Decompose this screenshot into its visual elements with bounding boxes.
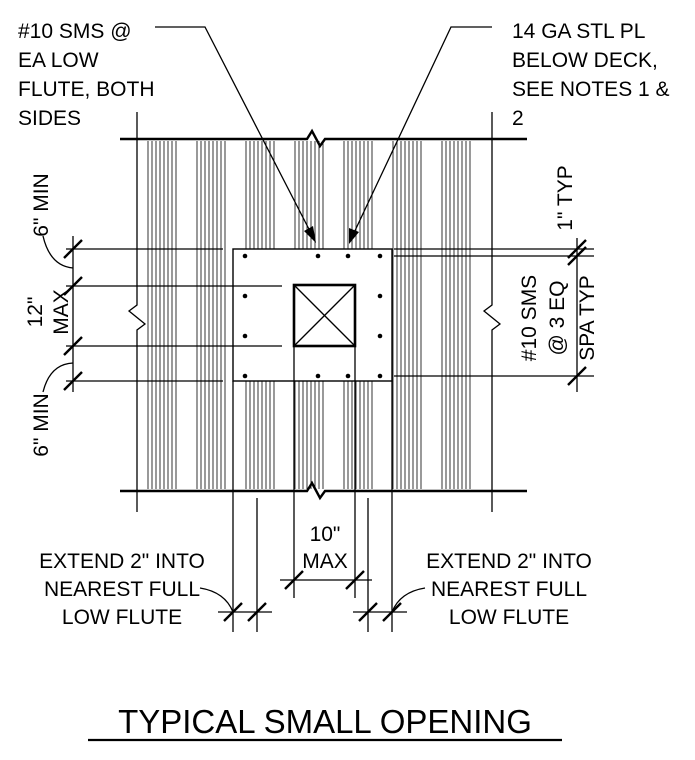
callout-leaders (155, 26, 492, 244)
leader-6min-top (42, 235, 74, 269)
sms-top-line-4: SIDES (18, 107, 81, 130)
bottom-dimensions (199, 346, 426, 632)
label-1typ: 1" TYP (554, 165, 577, 230)
opening-cross-2 (293, 284, 356, 347)
sms-screw-7 (377, 373, 383, 379)
label-10: 10" (310, 523, 341, 546)
extend-left-line-1: EXTEND 2" INTO (39, 550, 205, 573)
label-sms-spa-1: #10 SMS (518, 275, 541, 361)
sms-fasteners (242, 253, 383, 379)
tick-r1 (567, 239, 587, 259)
extend-right-line-1: EXTEND 2" INTO (426, 550, 592, 573)
tick-r2 (567, 246, 587, 266)
deck-edges (120, 112, 527, 512)
tick-l1 (63, 239, 83, 259)
sms-screw-9 (345, 253, 351, 259)
sms-screw-2 (242, 333, 248, 339)
plate-line-4: 2 (512, 107, 524, 130)
deck-right-break (482, 112, 502, 512)
sms-screw-11 (345, 373, 351, 379)
sms-screw-8 (315, 253, 321, 259)
label-sms-spa-2: @ 3 EQ (546, 280, 569, 355)
callout-extend-right: EXTEND 2" INTO NEAREST FULL LOW FLUTE (426, 550, 592, 629)
label-max-bottom: MAX (302, 550, 348, 573)
callout-extend-left: EXTEND 2" INTO NEAREST FULL LOW FLUTE (39, 550, 205, 629)
extend-left-line-3: LOW FLUTE (62, 606, 182, 629)
sms-top-line-3: FLUTE, BOTH (18, 78, 155, 101)
arrow-plate (349, 228, 359, 244)
tick-r3 (567, 366, 587, 386)
label-max-left: MAX (50, 289, 73, 335)
label-6min-top: 6" MIN (30, 173, 53, 236)
label-12: 12" (24, 297, 47, 328)
sms-top-line-2: EA LOW (18, 49, 99, 72)
leader-sms (155, 26, 314, 238)
tick-b5 (358, 602, 378, 622)
label-sms-spa-3: SPA TYP (576, 275, 599, 361)
leader-extend-right (391, 587, 426, 613)
sms-screw-0 (242, 253, 248, 259)
right-dimension (394, 238, 594, 392)
drawing-title: TYPICAL SMALL OPENING (118, 703, 532, 740)
sms-screw-3 (242, 373, 248, 379)
tick-l2 (63, 276, 83, 296)
extend-right-line-2: NEAREST FULL (431, 578, 587, 601)
sms-screw-1 (242, 293, 248, 299)
sms-screw-10 (315, 373, 321, 379)
plate-line-3: SEE NOTES 1 & (512, 78, 670, 101)
tick-b1 (284, 570, 304, 590)
tick-b4 (247, 602, 267, 622)
tick-l3 (63, 336, 83, 356)
plate-line-1: 14 GA STL PL (512, 20, 645, 43)
tick-l4 (63, 371, 83, 391)
tick-b2 (345, 570, 365, 590)
extend-left-line-2: NEAREST FULL (44, 578, 200, 601)
left-dimension (42, 235, 282, 393)
deck-bottom-edge (120, 480, 527, 501)
label-6min-bottom: 6" MIN (30, 393, 53, 456)
sms-screw-4 (377, 253, 383, 259)
arrow-sms (304, 226, 316, 243)
sms-screw-6 (377, 333, 383, 339)
callout-plate: 14 GA STL PL BELOW DECK, SEE NOTES 1 & 2 (512, 20, 670, 130)
leader-plate (351, 26, 492, 238)
sms-top-line-1: #10 SMS @ (18, 20, 132, 43)
steel-plate-group (232, 248, 393, 382)
sms-screw-5 (377, 293, 383, 299)
deck-left-break (127, 112, 147, 512)
leader-6min-bottom (42, 362, 74, 393)
callout-sms-top: #10 SMS @ EA LOW FLUTE, BOTH SIDES (18, 20, 155, 130)
leader-extend-left (199, 587, 234, 613)
extend-right-line-3: LOW FLUTE (449, 606, 569, 629)
deck-top-edge (120, 128, 527, 149)
plate-line-2: BELOW DECK, (512, 49, 658, 72)
